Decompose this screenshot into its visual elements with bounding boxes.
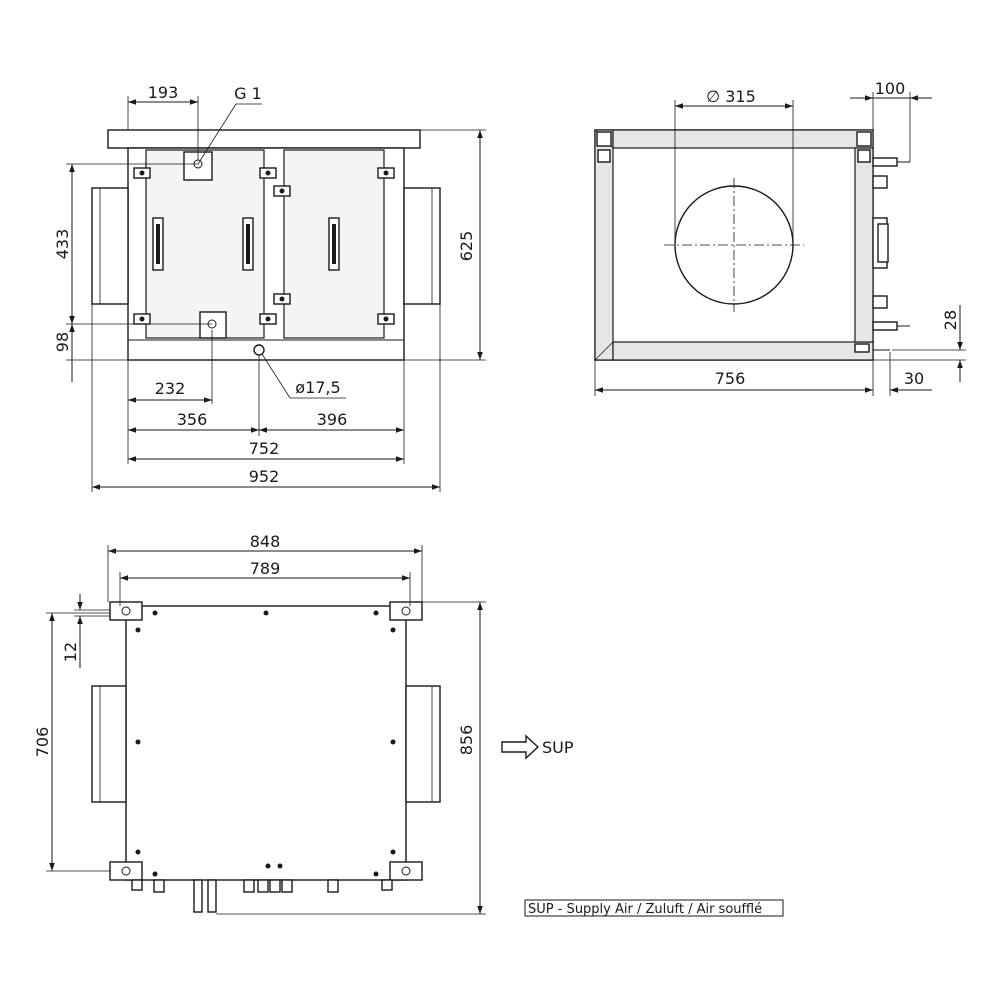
dim-625: 625	[457, 231, 476, 262]
front-top-flange	[107, 129, 421, 149]
dim-12: 12	[61, 642, 80, 662]
top-left-spigot	[91, 685, 127, 803]
dim-433: 433	[53, 229, 72, 260]
dim-d17: ø17,5	[295, 378, 340, 397]
top-body	[125, 605, 407, 881]
dim-g1: G 1	[234, 84, 262, 103]
clamp-icons	[133, 167, 395, 325]
dim-789: 789	[250, 559, 281, 578]
pipe-fittings	[131, 879, 393, 913]
dim-752: 752	[249, 439, 280, 458]
corner-bracket-icon	[856, 131, 872, 147]
dim-d315: ∅ 315	[706, 87, 756, 106]
dim-98: 98	[53, 332, 72, 352]
arrow-label: SUP	[542, 738, 574, 757]
dim-706: 706	[33, 727, 52, 758]
dim-356: 356	[177, 410, 208, 429]
dim-100: 100	[875, 79, 906, 98]
dim-232: 232	[155, 379, 186, 398]
drain-icon	[253, 344, 265, 356]
legend-text: SUP - Supply Air / Zuluft / Air soufflé	[528, 902, 762, 917]
legend: SUP - Supply Air / Zuluft / Air soufflé	[524, 899, 784, 917]
side-view: ∅ 315 100 28 756 30	[594, 79, 966, 396]
supply-air-arrow: SUP	[501, 734, 574, 760]
front-view: 193 G 1 433 98 625 232 ø17,5 356 396	[53, 83, 486, 492]
dim-952: 952	[249, 467, 280, 486]
top-view: 848 789 12 706 856	[33, 532, 486, 915]
dim-848: 848	[250, 532, 281, 551]
top-right-spigot	[405, 685, 441, 803]
dim-30: 30	[904, 369, 924, 388]
legend-box	[524, 899, 784, 917]
front-right-spigot	[403, 187, 441, 305]
dim-856: 856	[457, 725, 476, 756]
front-left-spigot	[91, 187, 129, 305]
dim-28: 28	[941, 310, 960, 330]
corner-bracket-icon	[596, 131, 612, 147]
rivet-icons	[135, 610, 396, 877]
arrow-right-icon	[501, 734, 540, 760]
dim-756: 756	[715, 369, 746, 388]
dim-193: 193	[148, 83, 179, 102]
dim-396: 396	[317, 410, 348, 429]
g1-connection-bottom	[199, 311, 227, 339]
